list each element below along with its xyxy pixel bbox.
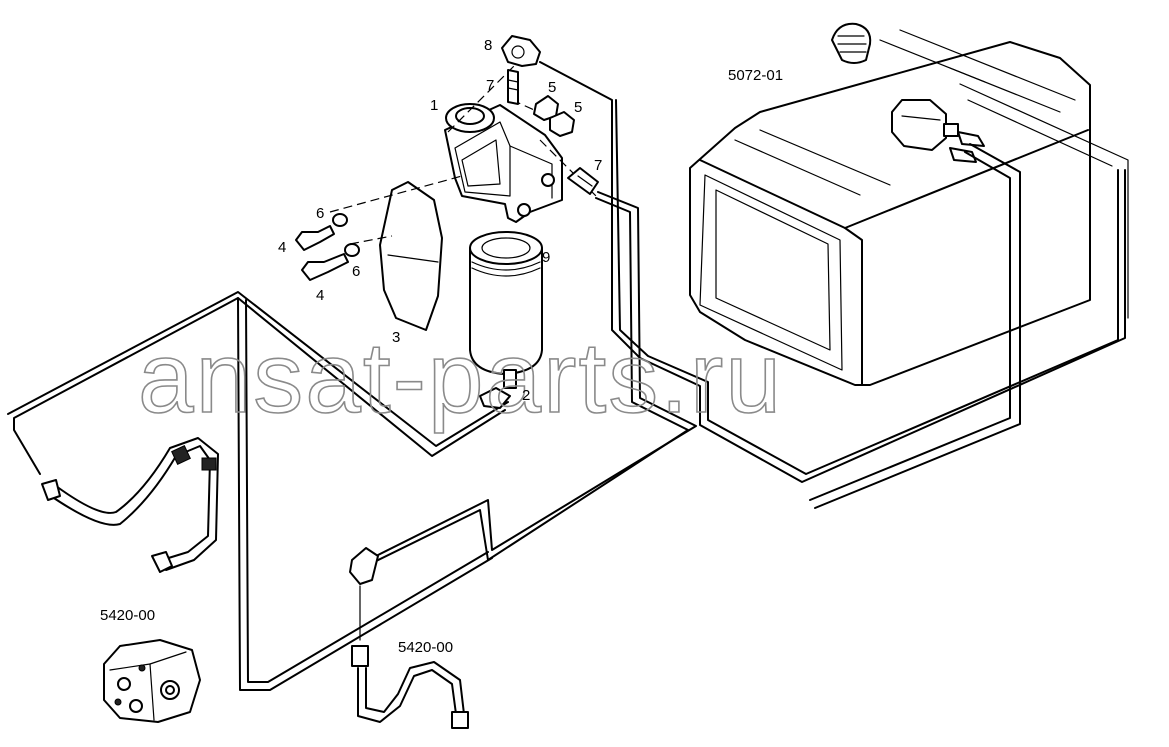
label-pump-assembly: 5420-00	[100, 607, 155, 624]
label-hose-assembly: 5420-00	[398, 639, 453, 656]
drain-plug	[479, 369, 517, 409]
bolt-4-upper	[295, 225, 335, 251]
filler-cap	[831, 22, 872, 64]
hydraulic-tank	[689, 29, 1091, 386]
nut-5-lower	[549, 111, 575, 137]
label-part-5-lower: 5	[574, 99, 582, 116]
pipe-to-pump	[7, 291, 509, 691]
pressure-hose	[349, 547, 469, 729]
hydraulic-pump	[103, 639, 201, 723]
label-tank-assembly: 5072-01	[728, 67, 783, 84]
assembly-axis-lines	[329, 59, 597, 245]
washer-6-lower	[344, 243, 360, 257]
label-part-8: 8	[484, 37, 492, 54]
filter-cartridge	[469, 231, 543, 375]
label-part-2: 2	[522, 387, 530, 404]
label-part-3: 3	[392, 329, 400, 346]
pipe-tank-return	[809, 143, 1021, 509]
pipe-tank-to-filter-head	[539, 61, 1126, 483]
filter-head	[444, 103, 563, 223]
elbow-fitting-8	[501, 35, 541, 67]
adapter-fitting-7-upper	[507, 69, 519, 105]
gasket	[379, 181, 443, 331]
watermark: ansat-parts.ru	[138, 322, 783, 434]
tank-valve-block	[891, 99, 985, 163]
label-part-6-upper: 6	[316, 205, 324, 222]
label-part-5-upper: 5	[548, 79, 556, 96]
bolt-4-lower	[301, 253, 349, 281]
label-part-1: 1	[430, 97, 438, 114]
label-part-7-upper: 7	[486, 77, 494, 94]
adapter-fitting-7-side	[567, 167, 599, 195]
label-part-4-lower: 4	[316, 287, 324, 304]
suction-hose	[41, 437, 219, 573]
label-part-9: 9	[542, 249, 550, 266]
label-part-4-upper: 4	[278, 239, 286, 256]
part-labels: 5072-01 5420-00 5420-00 1 2 3 4 4 5 5 6 …	[100, 37, 783, 656]
long-lines-right	[959, 83, 1129, 319]
label-part-6-lower: 6	[352, 263, 360, 280]
label-part-7-side: 7	[594, 157, 602, 174]
pipe-filter-to-hose	[365, 191, 697, 567]
washer-6-upper	[332, 213, 348, 227]
